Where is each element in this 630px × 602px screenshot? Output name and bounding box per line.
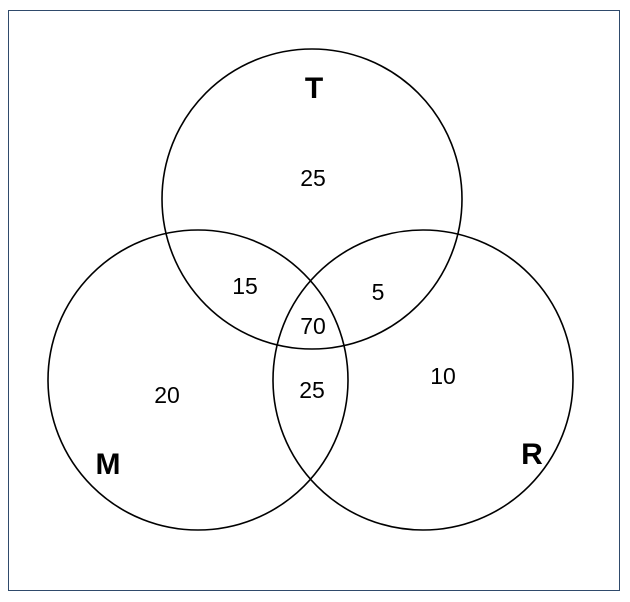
set-label-r: R [521,438,543,471]
region-value-m-only: 20 [154,382,180,408]
region-value-t-m-r: 70 [300,313,326,339]
circle-t [161,48,463,350]
circle-m [47,229,349,531]
region-value-t-only: 25 [300,165,326,191]
region-value-t-r: 5 [372,279,385,305]
circle-r [272,229,574,531]
region-value-m-r: 25 [299,377,325,403]
set-label-t: T [305,72,323,105]
region-value-t-m: 15 [232,273,258,299]
diagram-frame [8,10,620,591]
set-label-m: M [96,448,121,481]
region-value-r-only: 10 [430,363,456,389]
